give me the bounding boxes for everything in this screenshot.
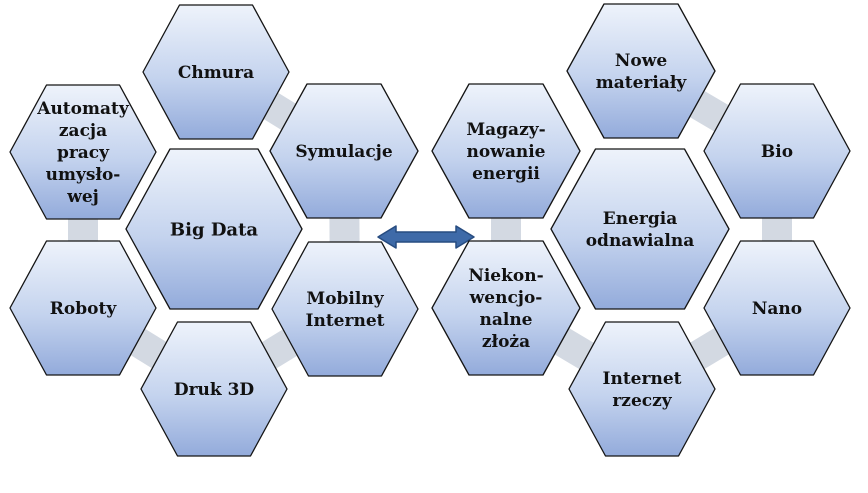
hex-3d-printing-label: Druk 3D xyxy=(174,380,255,400)
hex-big-data-label: Big Data xyxy=(170,219,258,240)
label-line: pracy xyxy=(57,143,110,163)
double-headed-arrow xyxy=(377,225,475,249)
label-line: Nano xyxy=(752,299,802,319)
hex-cloud-shape xyxy=(142,4,290,140)
label-line: Internet xyxy=(603,369,682,389)
hex-robots-label: Roboty xyxy=(50,299,118,319)
hex-3d-printing: Druk 3D xyxy=(140,321,288,457)
label-line: wej xyxy=(66,187,99,207)
label-line: złoża xyxy=(482,332,530,352)
hex-big-data: Big Data xyxy=(125,148,303,310)
hex-automation-shape xyxy=(9,84,157,220)
label-line: Internet xyxy=(306,311,385,331)
label-line: Energia xyxy=(603,209,677,229)
label-line: nalne xyxy=(479,310,532,330)
hex-robots-shape xyxy=(9,240,157,376)
label-line: Bio xyxy=(761,142,793,162)
hex-new-materials-shape xyxy=(566,3,716,139)
label-line: Druk 3D xyxy=(174,380,255,400)
label-line: Roboty xyxy=(50,299,118,319)
label-line: Mobilny xyxy=(306,289,384,309)
label-line: umysło- xyxy=(46,165,121,185)
hex-nano: Nano xyxy=(703,240,851,376)
hex-robots: Roboty xyxy=(9,240,157,376)
label-line: odnawialna xyxy=(586,231,695,251)
hex-big-data-shape xyxy=(125,148,303,310)
label-line: Automaty xyxy=(36,99,130,119)
label-line: rzeczy xyxy=(612,391,672,411)
label-line: Magazy- xyxy=(466,120,545,140)
label-line: wencjo- xyxy=(469,288,543,308)
label-line: materiały xyxy=(596,73,688,93)
label-line: Niekon- xyxy=(468,266,543,286)
label-line: energii xyxy=(472,164,540,184)
hex-bio-label: Bio xyxy=(761,142,793,162)
hex-nano-shape xyxy=(703,240,851,376)
hex-simulations: Symulacje xyxy=(269,83,419,219)
label-line: Nowe xyxy=(615,51,668,71)
label-line: Symulacje xyxy=(295,142,392,162)
hex-3d-printing-shape xyxy=(140,321,288,457)
hex-energy-storage-shape xyxy=(431,83,581,219)
hex-simulations-label: Symulacje xyxy=(295,142,392,162)
label-line: nowanie xyxy=(467,142,546,162)
hex-internet-of-things-shape xyxy=(568,321,716,457)
hex-cloud: Chmura xyxy=(142,4,290,140)
hex-unconventional-deposits-shape xyxy=(431,240,581,376)
hex-renewable-energy-shape xyxy=(550,148,730,310)
hex-bio: Bio xyxy=(703,83,851,219)
hex-nano-label: Nano xyxy=(752,299,802,319)
hex-mobile-internet-shape xyxy=(271,241,419,377)
label-line: Chmura xyxy=(178,63,254,83)
hex-simulations-shape xyxy=(269,83,419,219)
hex-bio-shape xyxy=(703,83,851,219)
hex-cloud-label: Chmura xyxy=(178,63,254,83)
label-line: zacja xyxy=(59,121,107,141)
label-line: Big Data xyxy=(170,219,258,240)
